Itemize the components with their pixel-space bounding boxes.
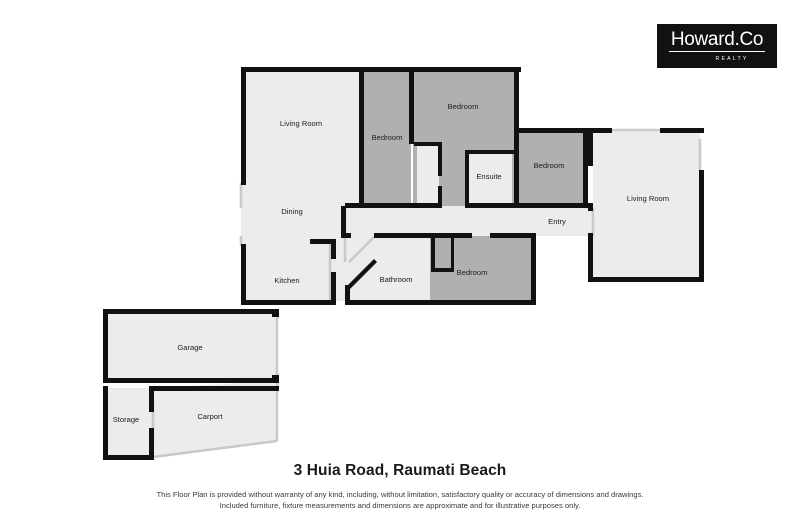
wall-garage-north — [103, 309, 279, 314]
wall-hall-west — [341, 206, 346, 238]
fill-garage — [105, 311, 277, 381]
wall-living-rear-east — [699, 170, 704, 282]
room-label-living-room-rear: Living Room — [627, 194, 669, 203]
wall-south-kitchen — [241, 300, 335, 305]
wall-bedroom-rear-south — [430, 300, 536, 305]
wall-garage-ne-post — [272, 309, 279, 317]
brand-logo: Howard.Co REALTY — [657, 24, 777, 68]
fill-entry-hall — [345, 206, 593, 236]
floor-plan-drawing: Living Room Dining Kitchen Bedroom Bedro… — [103, 67, 704, 460]
wall-bedroom-fl-south — [359, 203, 415, 208]
room-label-carport: Carport — [197, 412, 223, 421]
fill-bedroom-front-left — [363, 67, 411, 206]
wall-bathroom-east — [431, 236, 435, 272]
wall-bathroom-north — [374, 233, 379, 238]
wall-hall-south-a — [345, 233, 351, 238]
wall-bathroom-diagonal — [345, 259, 377, 291]
room-label-entry: Entry — [548, 217, 566, 226]
wall-bedroom-mr-east — [583, 128, 588, 208]
room-label-ensuite: Ensuite — [476, 172, 501, 181]
fill-bathroom-corner — [349, 236, 375, 288]
wall-bathroom-east-lower — [431, 268, 453, 272]
wall-bedroom-mr-south — [518, 203, 588, 208]
wall-living-rear-north-a — [588, 128, 612, 133]
wall-north-main — [241, 67, 521, 72]
wall-ensuite-north — [465, 150, 515, 154]
room-fills — [105, 67, 700, 457]
fill-living-room-rear — [593, 130, 700, 278]
wall-garage-south — [103, 378, 279, 383]
wall-wardrobe-south — [414, 203, 442, 208]
wall-carport-north — [149, 386, 279, 391]
wall-storage-west — [103, 386, 108, 460]
room-label-bedroom-front-left: Bedroom — [372, 133, 403, 142]
wall-living-bedroom — [359, 67, 364, 208]
wall-storage-south — [103, 455, 154, 460]
wall-bedroom-mr-north — [518, 128, 588, 133]
page-title: 3 Huia Road, Raumati Beach — [293, 462, 507, 479]
room-label-bathroom: Bathroom — [380, 275, 413, 284]
opening-carport-front — [152, 439, 278, 459]
opening-bath-door — [348, 235, 376, 263]
room-label-bedroom-front-right: Bedroom — [448, 102, 479, 111]
wall-bathroom-west-angle — [345, 285, 350, 302]
disclaimer-line-2: Included furniture, fixture measurements… — [219, 501, 581, 510]
room-label-bedroom-rear: Bedroom — [457, 268, 488, 277]
wall-living-rear-north-b — [660, 128, 704, 133]
wall-west-upper — [241, 67, 246, 185]
wall-dining-stub — [331, 272, 336, 305]
room-label-storage: Storage — [113, 415, 140, 424]
wall-east-front-block — [514, 67, 519, 208]
wall-bedroom-divider — [409, 67, 414, 144]
wall-ensuite-south — [465, 203, 515, 208]
fill-living-dining-kitchen — [241, 67, 363, 301]
wall-garage-se-post — [272, 375, 279, 383]
room-label-kitchen: Kitchen — [274, 276, 299, 285]
wall-living-rear-west-b — [588, 203, 593, 211]
fill-wardrobe-front — [417, 144, 439, 206]
fill-carport — [153, 381, 277, 457]
wall-wc-west — [451, 236, 454, 272]
wall-living-rear-west-a — [588, 128, 593, 166]
wall-ensuite-west — [465, 150, 469, 208]
wall-west-lower — [241, 244, 246, 305]
brand-tagline: REALTY — [715, 56, 749, 62]
fill-ensuite — [468, 152, 512, 206]
room-label-garage: Garage — [177, 343, 202, 352]
fill-storage — [105, 388, 153, 457]
wall-living-rear-west-c — [588, 233, 593, 282]
wall-wardrobe-east — [438, 142, 442, 176]
room-label-bedroom-mid-right: Bedroom — [534, 161, 565, 170]
fill-bedroom-mid-right — [518, 130, 583, 206]
wall-kitchen-stub-h — [310, 239, 336, 244]
caption-block: 3 Huia Road, Raumati Beach This Floor Pl… — [0, 462, 800, 511]
walls — [103, 67, 704, 460]
wall-hall-south-b — [374, 233, 435, 238]
wall-wardrobe-north — [414, 142, 442, 146]
brand-wordmark: Howard.Co — [668, 29, 766, 52]
wall-wardrobe-east-2 — [438, 186, 442, 208]
wall-hall-south-d — [490, 233, 536, 238]
wall-garage-west — [103, 309, 108, 383]
room-labels: Living Room Dining Kitchen Bedroom Bedro… — [113, 102, 669, 424]
room-label-dining: Dining — [281, 207, 303, 216]
wall-hall-north-a — [345, 203, 363, 208]
wall-living-rear-south — [588, 277, 704, 282]
wall-kitchen-stub-v — [331, 239, 336, 259]
wall-storage-east-2 — [149, 428, 154, 460]
disclaimer-line-1: This Floor Plan is provided without warr… — [156, 490, 644, 499]
room-label-living-room-main: Living Room — [280, 119, 322, 128]
wall-hall-south-c — [430, 233, 472, 238]
wall-storage-east — [149, 386, 154, 412]
wall-bathroom-south — [345, 300, 437, 305]
wall-bedroom-rear-east — [531, 233, 536, 305]
